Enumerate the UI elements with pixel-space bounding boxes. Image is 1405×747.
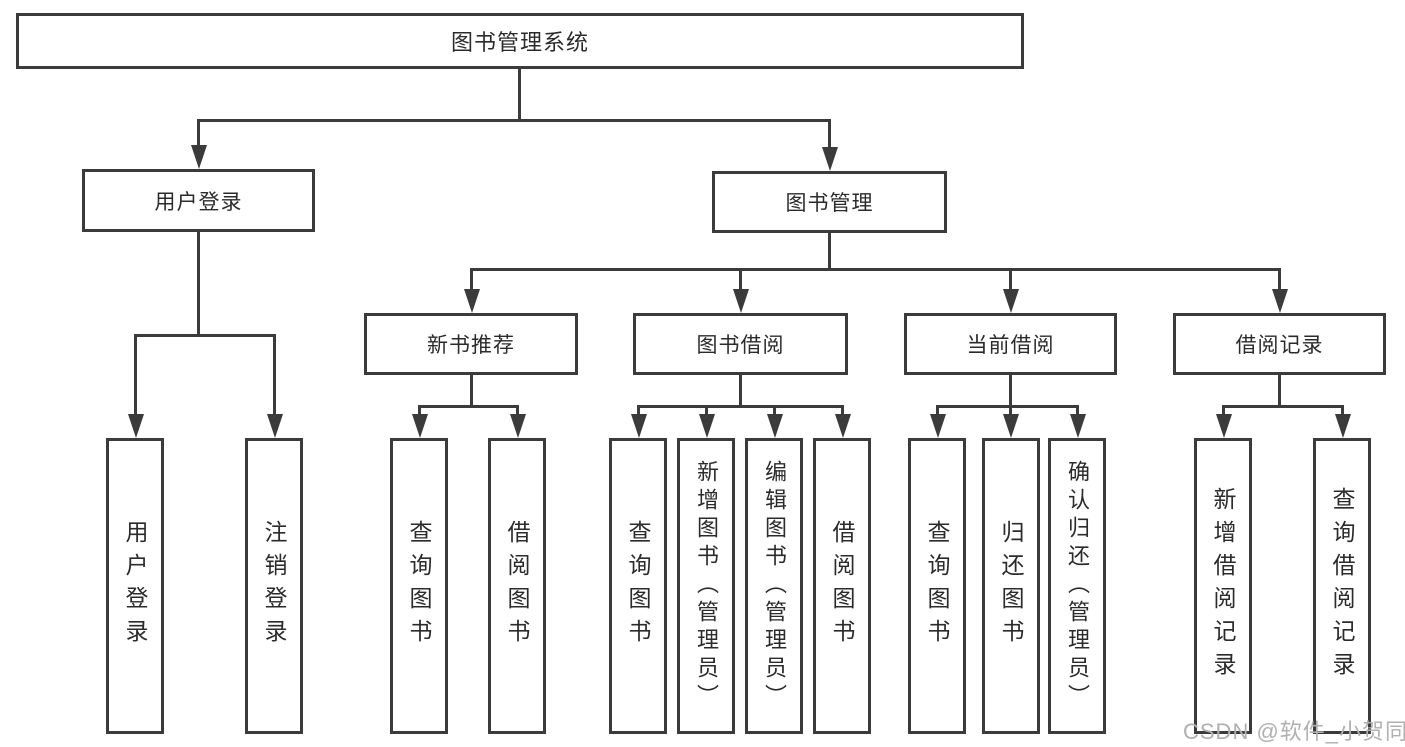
- node-label: 当前借阅: [966, 334, 1055, 357]
- node-label: 查询借阅记录: [1329, 487, 1355, 685]
- connector-line: [1278, 375, 1281, 408]
- node-label: 查询图书: [406, 520, 432, 652]
- node-label: 借阅记录: [1235, 334, 1324, 357]
- arrow-down-icon: [732, 268, 749, 313]
- connector-line: [1009, 375, 1012, 408]
- node-label: 查询图书: [924, 520, 950, 652]
- connector-line: [197, 119, 831, 122]
- leaf-query-borrow-record: 查询借阅记录: [1313, 438, 1371, 734]
- arrow-down-icon: [766, 405, 783, 438]
- node-label: 用户登录: [122, 520, 148, 652]
- connector-line: [418, 405, 519, 408]
- node-label: 图书借阅: [696, 334, 785, 357]
- arrow-down-icon: [127, 334, 144, 438]
- node-label: 归还图书: [998, 520, 1024, 652]
- node-label: 查询图书: [625, 520, 651, 652]
- arrow-down-icon: [630, 405, 647, 438]
- leaf-confirm-return-admin: 确认归还（管理员）: [1048, 438, 1106, 734]
- arrow-down-icon: [463, 268, 480, 313]
- leaf-query-books-recommend: 查询图书: [390, 438, 448, 734]
- node-label: 借阅图书: [829, 520, 855, 652]
- leaf-query-books-borrow: 查询图书: [609, 438, 667, 734]
- arrow-down-icon: [266, 334, 283, 438]
- node-label: 图书管理系统: [450, 30, 589, 55]
- leaf-query-books-current: 查询图书: [908, 438, 966, 734]
- node-label: 借阅图书: [504, 520, 530, 652]
- node-borrow-records: 借阅记录: [1173, 313, 1386, 375]
- arrow-down-icon: [929, 405, 946, 438]
- arrow-down-icon: [1215, 405, 1232, 438]
- leaf-return-book: 归还图书: [982, 438, 1040, 734]
- node-label: 新增图书（管理员）: [694, 460, 719, 712]
- csdn-watermark: CSDN @软件_小贺同学: [1183, 719, 1405, 744]
- node-label: 用户登录: [154, 190, 243, 214]
- node-label: 新书推荐: [427, 334, 515, 357]
- arrow-down-icon: [821, 119, 838, 171]
- arrow-down-icon: [698, 405, 715, 438]
- leaf-logout: 注销登录: [245, 438, 303, 734]
- node-label: 编辑图书（管理员）: [762, 460, 787, 712]
- connector-line: [470, 268, 1280, 271]
- leaf-add-borrow-record: 新增借阅记录: [1194, 438, 1252, 734]
- connector-line: [1222, 405, 1344, 408]
- connector-line: [470, 375, 473, 408]
- leaf-edit-book-admin: 编辑图书（管理员）: [745, 438, 803, 734]
- arrow-down-icon: [190, 119, 207, 169]
- arrow-down-icon: [834, 405, 851, 438]
- leaf-add-book-admin: 新增图书（管理员）: [677, 438, 735, 734]
- node-user-login: 用户登录: [82, 169, 315, 232]
- connector-line: [518, 69, 521, 121]
- connector-line: [637, 405, 844, 408]
- arrow-down-icon: [1069, 405, 1086, 438]
- arrow-down-icon: [1002, 268, 1019, 313]
- node-label: 确认归还（管理员）: [1065, 460, 1090, 712]
- connector-line: [936, 405, 1079, 408]
- connector-line: [134, 334, 276, 337]
- node-label: 新增借阅记录: [1210, 487, 1236, 685]
- node-book-management-system: 图书管理系统: [16, 13, 1024, 69]
- connector-line: [828, 233, 831, 271]
- arrow-down-icon: [1271, 268, 1288, 313]
- node-current-borrow: 当前借阅: [904, 313, 1117, 375]
- connector-line: [197, 232, 200, 337]
- arrow-down-icon: [411, 405, 428, 438]
- node-book-management: 图书管理: [712, 171, 947, 233]
- arrow-down-icon: [1002, 405, 1019, 438]
- arrow-down-icon: [509, 405, 526, 438]
- leaf-borrow-books: 借阅图书: [813, 438, 871, 734]
- leaf-borrow-books-recommend: 借阅图书: [488, 438, 546, 734]
- connector-line: [739, 375, 742, 408]
- arrow-down-icon: [1334, 405, 1351, 438]
- node-label: 图书管理: [785, 192, 874, 215]
- node-new-book-recommend: 新书推荐: [364, 313, 578, 375]
- node-book-borrow: 图书借阅: [633, 313, 848, 375]
- leaf-user-login: 用户登录: [106, 438, 164, 734]
- node-label: 注销登录: [261, 520, 287, 652]
